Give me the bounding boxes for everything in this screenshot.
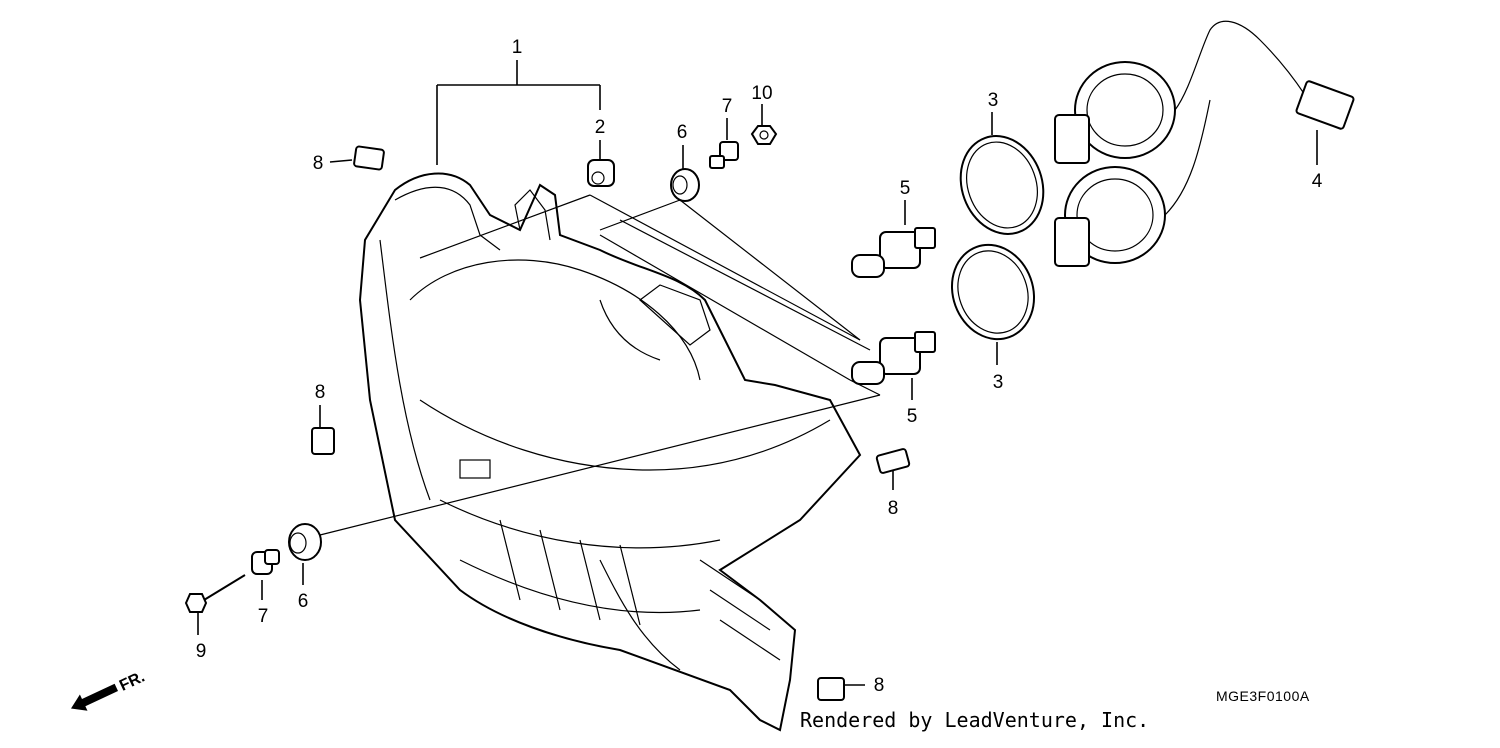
callout-10: 10: [751, 83, 772, 104]
assembly-lines: [319, 194, 881, 536]
callout-2: 2: [595, 117, 606, 138]
callout-5-lower: 5: [907, 406, 918, 427]
rubber-mount-part-6-lower: [288, 523, 322, 585]
clip-part-8-right: [875, 448, 911, 490]
credit-text: Rendered by LeadVenture, Inc.: [800, 708, 1150, 732]
bolt-part-9: [184, 574, 246, 635]
collar-part-7-upper: [709, 118, 739, 169]
diagram-code: MGE3F0100A: [1216, 688, 1310, 704]
part-1-bracket: [436, 60, 601, 165]
callout-8-bottom: 8: [874, 675, 885, 696]
front-direction-arrow: FR.: [70, 668, 148, 711]
rubber-mount-part-6-upper: [670, 145, 700, 202]
callout-7-lower: 7: [258, 606, 269, 627]
callout-4: 4: [1312, 171, 1323, 192]
bulb-part-5-upper: [851, 200, 936, 278]
callout-8-right: 8: [888, 498, 899, 519]
clip-part-8-bottom: [817, 677, 865, 701]
direction-label: FR.: [117, 668, 148, 694]
arrow-icon: [70, 683, 119, 711]
callout-3-upper: 3: [988, 90, 999, 111]
callout-6-upper: 6: [677, 122, 688, 143]
callout-3-lower: 3: [993, 372, 1004, 393]
callout-8-left: 8: [315, 382, 326, 403]
collar-part-7-lower: [251, 549, 280, 600]
callout-6-lower: 6: [298, 591, 309, 612]
socket-harness-part-4: [1054, 20, 1355, 267]
callout-labels: 1 2 3 3 4 5 5 6 6 7 7 8 8 8 8 9 10: [196, 37, 1323, 696]
callout-9: 9: [196, 641, 207, 662]
bulb-part-5-lower: [851, 331, 936, 400]
callout-1: 1: [512, 37, 523, 58]
clip-part-8-top-left: [329, 145, 385, 171]
grommet-part-2: [587, 140, 615, 187]
seal-ring-part-3-lower: [950, 243, 1036, 365]
headlight-assembly: [358, 172, 862, 732]
seal-ring-part-3-upper: [959, 112, 1045, 235]
callout-7-upper: 7: [722, 96, 733, 117]
callout-8-top-left: 8: [313, 153, 324, 174]
clip-part-8-left: [311, 405, 335, 455]
callout-5-upper: 5: [900, 178, 911, 199]
nut-part-10: [750, 104, 778, 145]
